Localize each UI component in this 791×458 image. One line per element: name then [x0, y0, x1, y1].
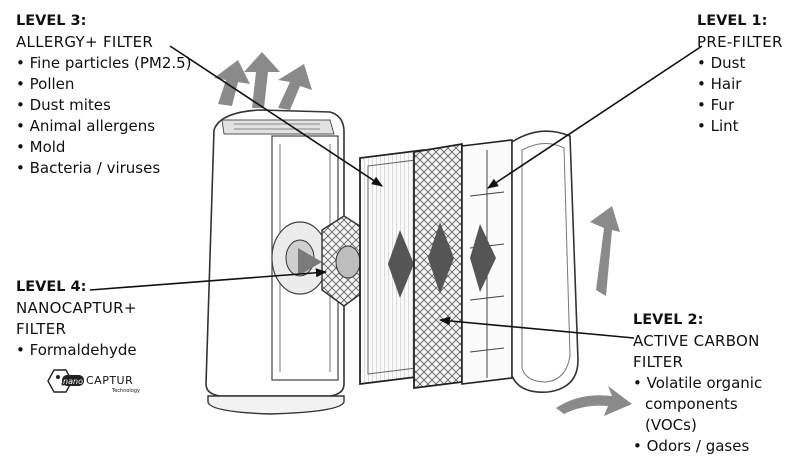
level2-name-line1: ACTIVE CARBON	[633, 332, 760, 350]
level3-item: Dust mites	[16, 95, 192, 116]
level4-list: Formaldehyde	[16, 340, 137, 361]
level3-label-block: LEVEL 3: ALLERGY+ FILTER Fine particles …	[16, 11, 192, 179]
level4-heading: LEVEL 4:	[16, 279, 87, 295]
air-inflow-arrows	[556, 206, 632, 416]
level2-heading: LEVEL 2:	[633, 312, 704, 328]
level3-item: Pollen	[16, 74, 192, 95]
allergy-plus-filter	[359, 148, 425, 386]
air-outflow-arrows	[214, 52, 312, 110]
logo-prefix: nano	[63, 377, 83, 386]
level2-label-block: LEVEL 2: ACTIVE CARBON FILTER Volatile o…	[633, 310, 773, 457]
nanocaptur-logo: nano CAPTUR Technology	[47, 369, 140, 394]
purifier-body	[205, 109, 345, 415]
leader-lines	[89, 45, 703, 339]
level3-item: Animal allergens	[16, 116, 192, 137]
level3-list: Fine particles (PM2.5) Pollen Dust mites…	[16, 53, 192, 179]
level3-item: Fine particles (PM2.5)	[16, 53, 192, 74]
level4-name-line2: FILTER	[16, 320, 67, 338]
level3-heading: LEVEL 3:	[16, 13, 87, 29]
nanocaptur-filter	[298, 215, 367, 307]
front-cover	[511, 130, 579, 393]
level1-item: Hair	[697, 74, 783, 95]
level2-item: Volatile organic components (VOCs)	[633, 373, 773, 436]
level2-item: Odors / gases	[633, 436, 773, 457]
level4-name-line1: NANOCAPTUR+	[16, 299, 137, 317]
level1-list: Dust Hair Fur Lint	[697, 53, 783, 137]
level1-label-block: LEVEL 1: PRE-FILTER Dust Hair Fur Lint	[697, 11, 783, 137]
level1-item: Lint	[697, 116, 783, 137]
level4-item: Formaldehyde	[16, 340, 137, 361]
level1-name: PRE-FILTER	[697, 33, 783, 51]
level3-item: Bacteria / viruses	[16, 158, 192, 179]
logo-word: CAPTUR	[86, 374, 133, 387]
level4-label-block: LEVEL 4: NANOCAPTUR+ FILTER Formaldehyde	[16, 277, 137, 361]
level1-item: Dust	[697, 53, 783, 74]
logo-tagline: Technology	[111, 388, 140, 394]
active-carbon-filter	[413, 142, 463, 390]
level3-item: Mold	[16, 137, 192, 158]
level2-name-line2: FILTER	[633, 353, 684, 371]
level3-name: ALLERGY+ FILTER	[16, 33, 154, 51]
level1-heading: LEVEL 1:	[697, 13, 768, 29]
level2-list: Volatile organic components (VOCs) Odors…	[633, 373, 773, 457]
level1-item: Fur	[697, 95, 783, 116]
